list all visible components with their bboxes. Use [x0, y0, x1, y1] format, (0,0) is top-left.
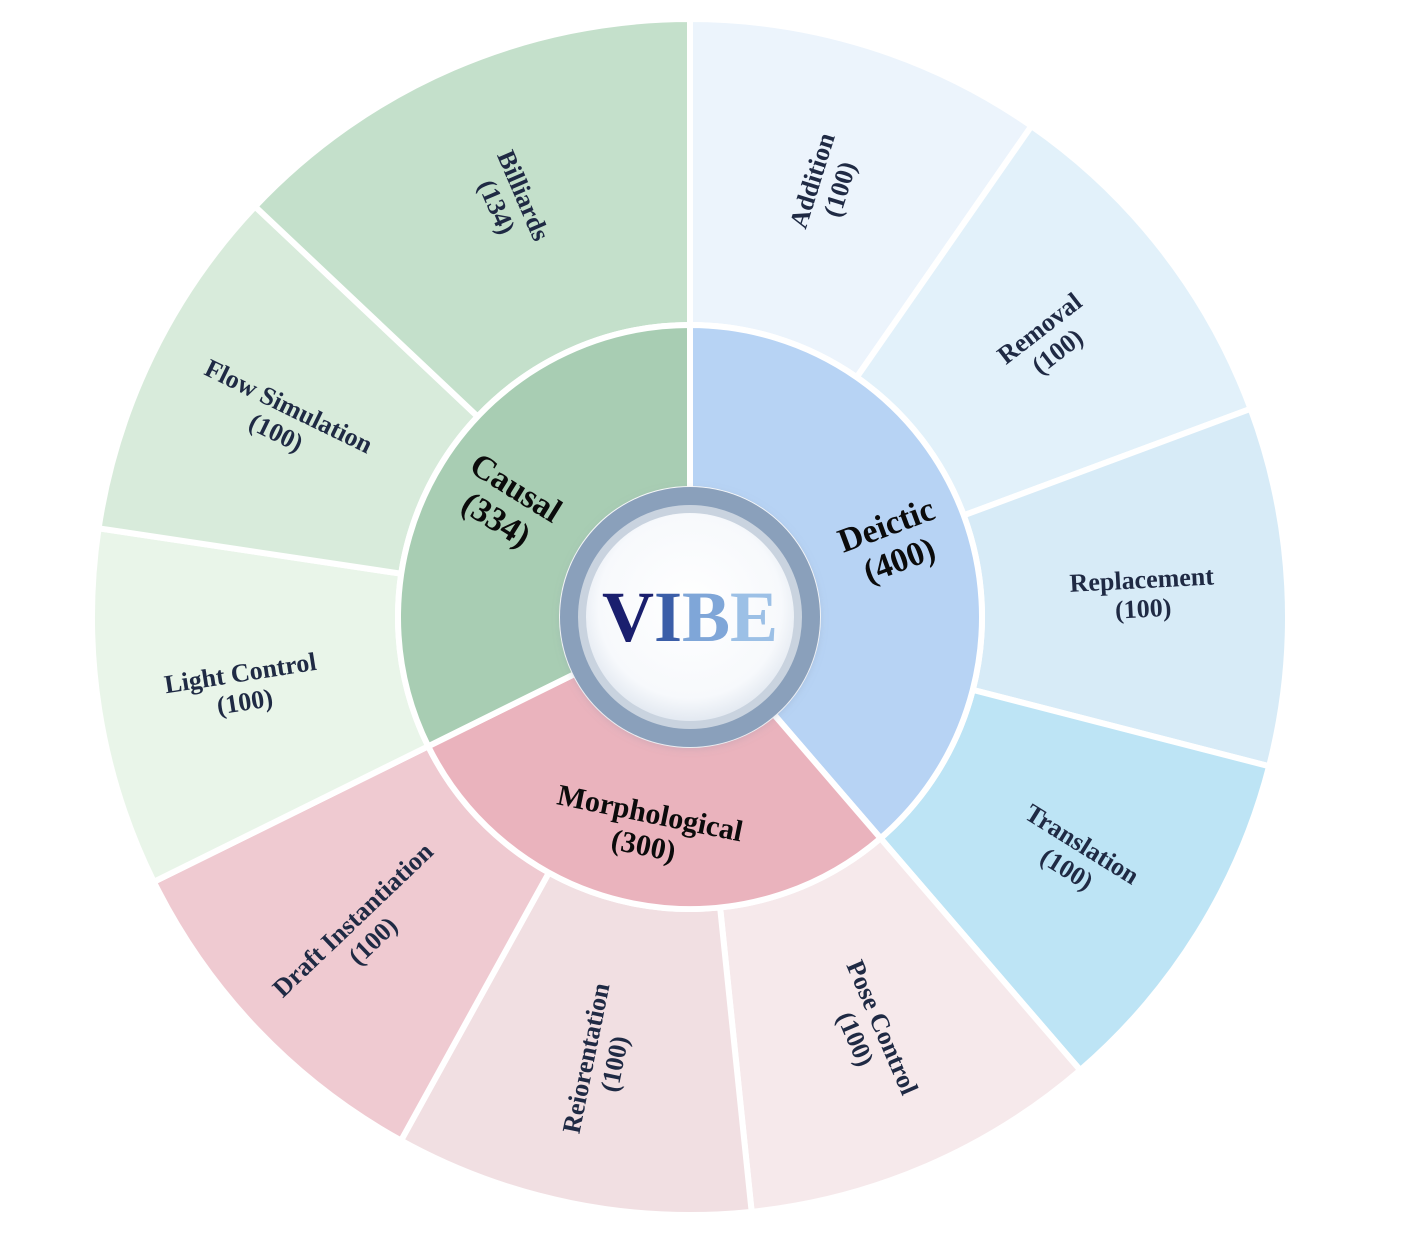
center-title: VIBE: [602, 577, 778, 657]
title-letter-e: E: [730, 577, 778, 657]
title-letter-b: B: [682, 577, 730, 657]
title-letter-i: I: [654, 577, 682, 657]
title-letter-v: V: [602, 577, 654, 657]
center-badge: VIBE: [560, 487, 820, 747]
inner-ring: [395, 322, 985, 912]
outer-label-replacement-count: (100): [1114, 593, 1172, 625]
center-disc: [586, 513, 794, 721]
